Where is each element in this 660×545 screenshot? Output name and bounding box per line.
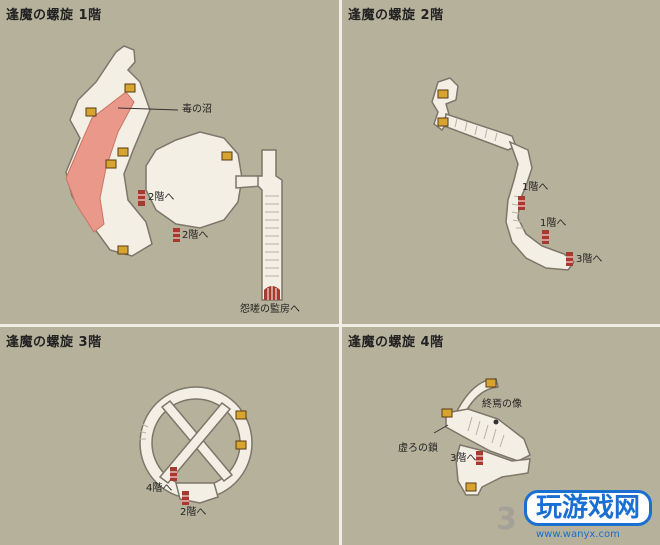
- treasure-chest-icon: [235, 410, 247, 420]
- floor-4-title: 逢魔の螺旋 4階: [348, 335, 444, 350]
- to-1f-label: 1階へ: [522, 182, 549, 193]
- floor-3-title: 逢魔の螺旋 3階: [6, 335, 102, 350]
- to-2f-label: 2階へ: [148, 192, 175, 203]
- poison-swamp-leader: [117, 107, 179, 111]
- treasure-chest-icon: [117, 245, 129, 255]
- floor-3-cross-b: [158, 401, 232, 485]
- treasure-chest-icon: [465, 482, 477, 492]
- stairs-icon: [518, 196, 525, 210]
- treasure-chest-icon: [124, 83, 136, 93]
- floor-2-bridge: [443, 113, 517, 151]
- watermark-logo: 玩游戏网: [524, 490, 652, 526]
- floor-1-corridor: [257, 149, 283, 301]
- floor-2-title: 逢魔の螺旋 2階: [348, 8, 444, 23]
- vertical-divider: [339, 0, 342, 545]
- watermark-url: www.wanyx.com: [536, 529, 620, 540]
- stairs-icon: [138, 190, 145, 206]
- treasure-chest-icon: [117, 147, 129, 157]
- floor-4-panel: 逢魔の螺旋 4階 終焉の像 虚ろの鎖 3階へ: [342, 327, 660, 545]
- floor-4-map: [433, 378, 531, 496]
- stairs-icon: [170, 467, 177, 481]
- floor-1-map: [65, 45, 283, 301]
- chain-label: 虚ろの鎖: [398, 443, 438, 454]
- treasure-chest-icon: [85, 107, 97, 117]
- floor-4-main-hall: [445, 408, 531, 462]
- treasure-chest-icon: [437, 117, 449, 127]
- treasure-chest-icon: [221, 151, 233, 161]
- horizontal-divider: [0, 324, 660, 327]
- treasure-chest-icon: [485, 378, 497, 388]
- to-4f-label: 4階へ: [146, 483, 173, 494]
- watermark-number: 3: [496, 502, 517, 537]
- stairs-icon: [173, 228, 180, 242]
- floor-4-statue-marker: [493, 419, 499, 425]
- floor-3-panel: 逢魔の螺旋 3階 4階へ 2階へ: [0, 327, 339, 545]
- stairs-icon: [566, 252, 573, 266]
- treasure-chest-icon: [437, 89, 449, 99]
- to-2f-label: 2階へ: [182, 230, 209, 241]
- site-watermark: 3 玩游戏网 www.wanyx.com: [496, 488, 654, 542]
- floor-1-corridor-steps: [265, 195, 279, 277]
- to-1f-label: 1階へ: [540, 218, 567, 229]
- stairs-icon: [476, 451, 483, 465]
- floor-2-spiral: [505, 140, 576, 271]
- treasure-chest-icon: [105, 159, 117, 169]
- floor-4-chain-leader: [433, 424, 449, 434]
- poison-swamp-label: 毒の沼: [182, 104, 212, 115]
- poison-swamp-area: [65, 91, 135, 233]
- floor-3-map: [137, 386, 253, 505]
- floor-1-round-room: [145, 131, 243, 229]
- to-3f-label: 3階へ: [450, 453, 477, 464]
- floor-2-map: [431, 77, 576, 271]
- treasure-chest-icon: [235, 440, 247, 450]
- floor-1-panel: 逢魔の螺旋 1階 毒の沼 2階へ 2階へ 怨嗟の: [0, 0, 339, 324]
- floor-1-title: 逢魔の螺旋 1階: [6, 8, 102, 23]
- floor-2-panel: 逢魔の螺旋 2階 1階へ 1階へ 3階へ: [342, 0, 660, 324]
- to-prison-label: 怨嗟の監房へ: [240, 304, 300, 315]
- stairs-icon: [182, 491, 189, 505]
- to-3f-label: 3階へ: [576, 254, 603, 265]
- treasure-chest-icon: [441, 408, 453, 418]
- statue-label: 終焉の像: [482, 399, 522, 410]
- stairs-icon: [542, 230, 549, 244]
- prison-gate-icon: [264, 286, 280, 300]
- to-2f-label: 2階へ: [180, 507, 207, 518]
